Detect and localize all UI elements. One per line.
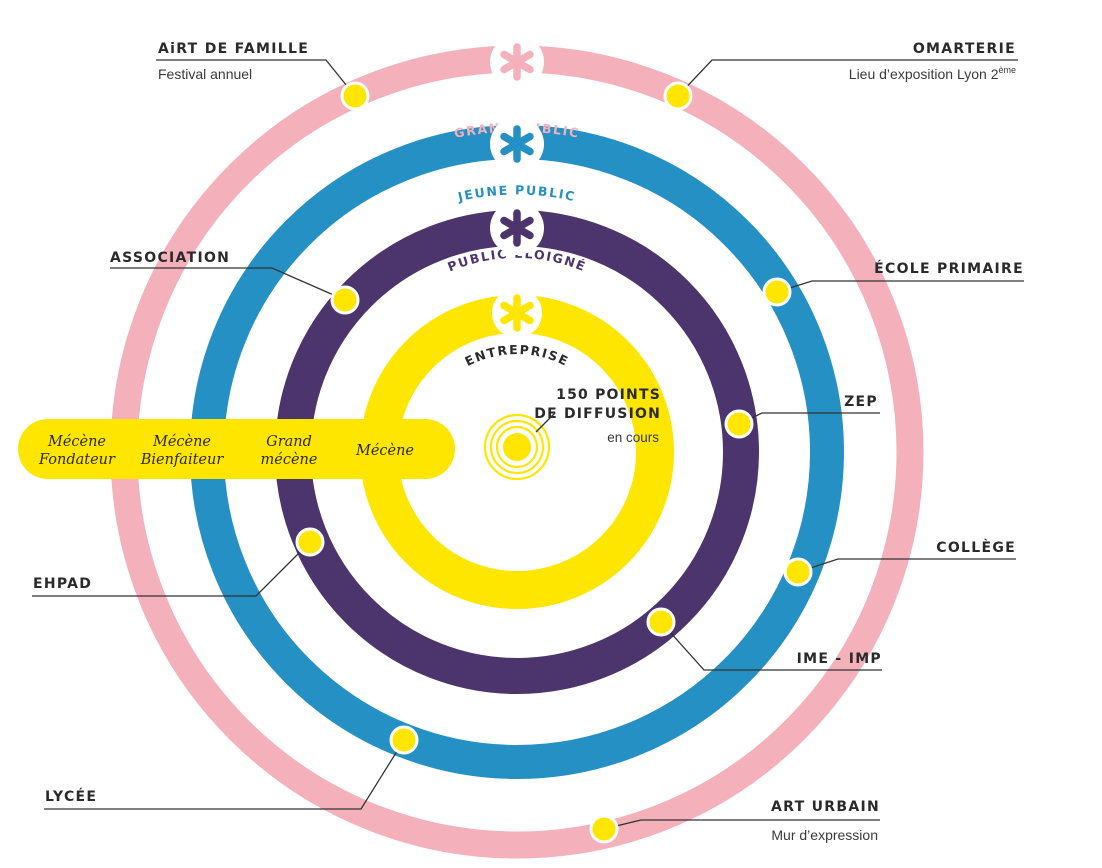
mecenat-level-fondateur: Mécène Fondateur [38,434,116,468]
marker-omarterie [663,81,693,111]
label-omarterie-subtitle: Lieu d’exposition Lyon 2ème [849,65,1016,82]
svg-text:Grand: Grand [266,434,312,450]
svg-text:150 POINTS: 150 POINTS [556,387,661,403]
center-leader [535,412,556,433]
ring-label-jeune-public: JEUNE PUBLIC [456,182,578,204]
svg-text:mécène: mécène [261,452,318,468]
marker-zep [724,409,754,439]
svg-text:Mécène: Mécène [152,434,211,450]
svg-text:Mécène: Mécène [47,434,106,450]
leader-airt [156,59,356,97]
asterisk-petal [500,216,521,232]
label-art-urbain: ART URBAIN [771,799,880,815]
mecenat-band [18,419,455,479]
asterisk-icon [490,117,544,171]
label-airt-de-famille: AiRT DE FAMILLE [158,41,309,57]
asterisk-icon [490,35,544,89]
leader-omarterie [677,59,1018,97]
svg-text:Fondateur: Fondateur [38,452,116,468]
marker-ime [646,607,676,637]
label-ime-imp: IME - IMP [797,651,882,667]
asterisk-petal [500,132,521,148]
mecenat-level-bienfaiteur: Mécène Bienfaiteur [140,434,225,468]
leader-ecole [776,280,1024,293]
marker-lycee [389,725,419,755]
svg-text:DE DIFFUSION: DE DIFFUSION [534,406,661,422]
leader-lycee [44,739,405,810]
ring-label-entreprise: ENTREPRISE [462,342,571,369]
svg-text:Mécène: Mécène [355,443,414,459]
label-lycee: LYCÉE [45,788,97,805]
leader-ehpad [32,541,311,597]
asterisk-icon [492,288,542,338]
label-airt-subtitle: Festival annuel [158,66,252,82]
mecenat-level-mecene: Mécène [355,443,414,459]
marker-college [783,557,813,587]
label-omarterie: OMARTERIE [913,41,1016,57]
mecenat-level-grand: Grand mécène [261,434,318,468]
asterisk-petal [500,50,521,66]
marker-art-urbain [589,814,619,844]
asterisk-icon [490,201,544,255]
label-ecole-primaire: ÉCOLE PRIMAIRE [874,260,1024,277]
marker-ecole [762,277,792,307]
label-art-urbain-subtitle: Mur d’expression [771,827,878,843]
label-ehpad: EHPAD [33,576,92,592]
label-association: ASSOCIATION [110,250,230,266]
marker-airt [340,81,370,111]
svg-text:Bienfaiteur: Bienfaiteur [140,452,225,468]
target-icon [483,413,551,481]
asterisk-petal [500,301,521,317]
center-subtitle: en cours [607,430,659,445]
leader-ime [660,621,882,671]
leader-association [110,267,346,301]
label-zep: ZEP [844,394,878,410]
label-college: COLLÈGE [936,539,1016,556]
marker-ehpad [295,527,325,557]
center-title: 150 POINTS DE DIFFUSION [534,387,661,422]
marker-association [330,285,360,315]
